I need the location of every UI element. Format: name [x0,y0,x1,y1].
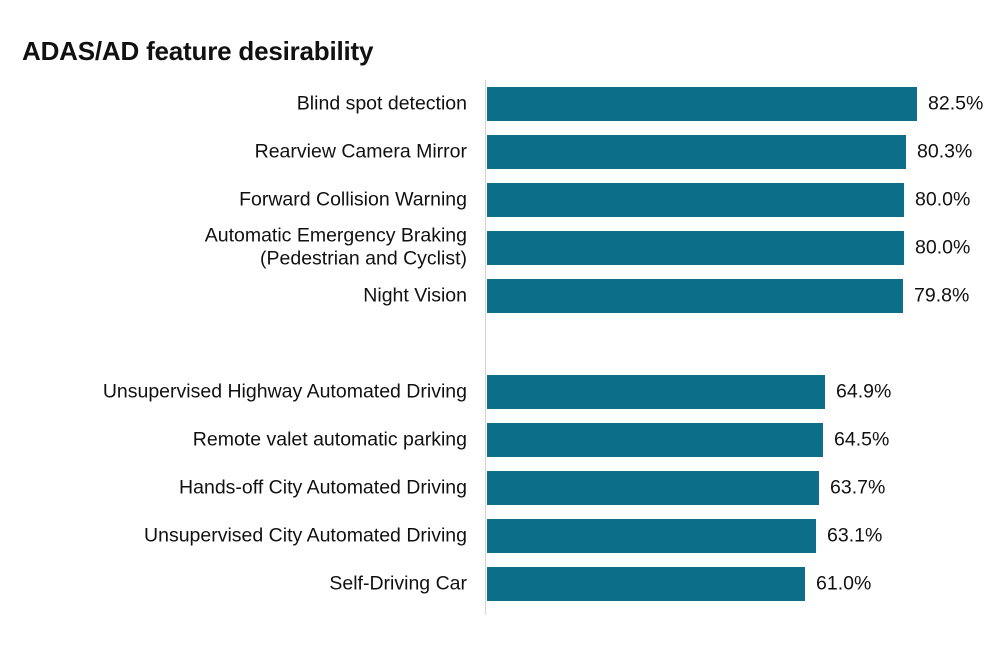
bar-row: Night Vision 79.8% [0,272,1000,320]
bar-category-label: Unsupervised City Automated Driving [144,524,467,547]
value-axis-line [485,80,486,615]
bar-row: Unsupervised City Automated Driving 63.1% [0,512,1000,560]
bar-value-label: 80.3% [917,140,973,163]
bar-category-label: Night Vision [363,284,467,307]
bar-value-label: 61.0% [816,572,872,595]
bar [487,567,805,601]
bar-category-label: Self-Driving Car [329,572,467,595]
bar-fill [487,567,805,601]
bar-category-label: Blind spot detection [296,92,467,115]
bar-row: Unsupervised Highway Automated Driving 64… [0,368,1000,416]
bar-value-label: 82.5% [928,92,984,115]
bar-fill [487,231,904,265]
bar [487,135,906,169]
bar-category-label: Forward Collision Warning [239,188,467,211]
bar [487,87,917,121]
bar-fill [487,423,823,457]
bar [487,471,819,505]
bar-fill [487,279,903,313]
bar-value-label: 63.7% [830,476,886,499]
bar-row: Rearview Camera Mirror 80.3% [0,128,1000,176]
bar-row: Self-Driving Car 61.0% [0,560,1000,608]
bar-row: Automatic Emergency Braking (Pedestrian … [0,224,1000,272]
bar-value-label: 79.8% [914,284,970,307]
bar-category-label: Rearview Camera Mirror [254,140,467,163]
bar-fill [487,183,904,217]
bar-value-label: 64.9% [836,380,892,403]
bar-value-label: 80.0% [915,188,971,211]
plot-area: Blind spot detection 82.5% Rearview Camera… [0,80,1000,620]
bar-value-label: 80.0% [915,236,971,259]
bar-row: Blind spot detection 82.5% [0,80,1000,128]
bar [487,183,904,217]
bar [487,279,903,313]
bar-value-label: 63.1% [827,524,883,547]
bar [487,231,904,265]
bar-row: Hands-off City Automated Driving 63.7% [0,464,1000,512]
bar-fill [487,135,906,169]
chart-title: ADAS/AD feature desirability [22,36,374,66]
bar [487,375,825,409]
bar [487,423,823,457]
bar-fill [487,519,816,553]
bar-fill [487,471,819,505]
bar-fill [487,87,917,121]
bar [487,519,816,553]
bar-row: Forward Collision Warning 80.0% [0,176,1000,224]
bar-value-label: 64.5% [834,428,890,451]
bar-row: Remote valet automatic parking 64.5% [0,416,1000,464]
bar-category-label: Remote valet automatic parking [192,428,467,451]
bar-fill [487,375,825,409]
bar-category-label: Hands-off City Automated Driving [179,476,467,499]
bar-category-label: Automatic Emergency Braking (Pedestrian … [204,224,467,270]
bar-category-label: Unsupervised Highway Automated Driving [102,380,467,403]
